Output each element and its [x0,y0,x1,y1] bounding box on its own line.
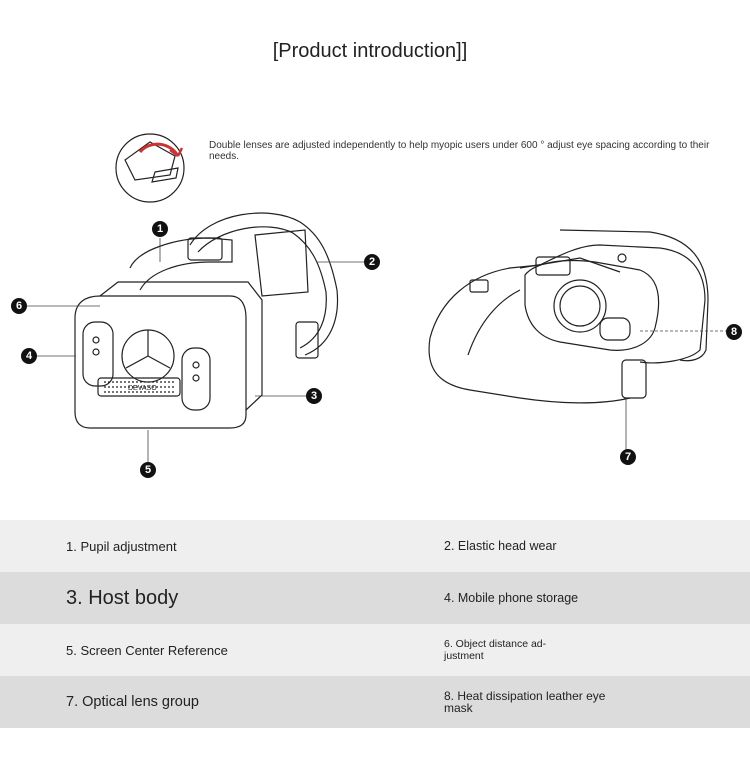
feature-label: 4. Mobile phone storage [444,591,579,605]
feature-label: 5. Screen Center Reference [66,642,228,658]
vr-headset-diagram: DEVASO [27,133,726,462]
feature-label: 8. Heat dissipation leather eye mask [444,689,606,715]
feature-row: 7. Optical lens group 8. Heat dissipatio… [0,676,750,728]
headset-back-view [428,229,709,404]
callout-marker-7: 7 [620,449,636,465]
feature-label: 3. Host body [66,586,179,609]
callout-marker-5: 5 [140,462,156,478]
page-title: [Product introduction]] [272,40,468,62]
headset-brand-text: DEVASO [128,385,157,392]
feature-label: 7. Optical lens group [66,694,199,710]
feature-label: 2. Elastic head wear [444,539,557,553]
callout-marker-4: 4 [21,348,37,364]
callout-marker-1: 1 [152,221,168,237]
feature-row: 1. Pupil adjustment 2. Elastic head wear [0,520,750,572]
feature-row: 3. Host body 4. Mobile phone storage [0,572,750,624]
feature-label: 1. Pupil adjustment [66,538,177,554]
headset-front-view [74,212,339,429]
callout-leader-lines [27,238,726,462]
callout-marker-3: 3 [306,388,322,404]
lens-adjust-detail-icon [115,133,185,203]
callout-marker-6: 6 [11,298,27,314]
feature-table: 1. Pupil adjustment 2. Elastic head wear… [0,520,750,728]
callout-marker-2: 2 [364,254,380,270]
feature-label: 6. Object distance ad- justment [444,638,547,662]
lens-adjust-note: Double lenses are adjusted independently… [209,140,710,162]
feature-row: 5. Screen Center Reference 6. Object dis… [0,624,750,676]
callout-marker-8: 8 [726,324,742,340]
